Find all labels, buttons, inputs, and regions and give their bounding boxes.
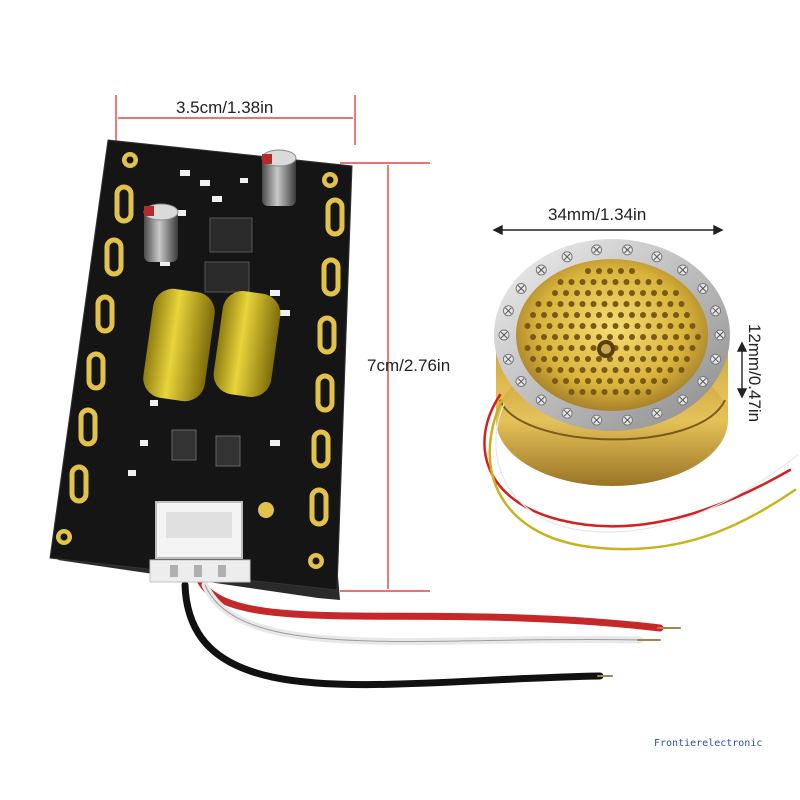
board-wires xyxy=(181,576,681,689)
capsule-diameter-label: 34mm/1.34in xyxy=(548,205,647,224)
microphone-capsule xyxy=(494,239,730,486)
pcb-board xyxy=(49,139,353,600)
board-dimension-lines xyxy=(115,95,430,592)
watermark: Frontierelectronic xyxy=(654,738,763,749)
board-width-label: 3.5cm/1.38in xyxy=(176,98,274,117)
capsule-dimension-lines xyxy=(492,224,748,399)
capsule-wires xyxy=(483,393,799,551)
board-height-label: 7cm/2.76in xyxy=(367,356,451,375)
capsule-thickness-label: 12mm/0.47in xyxy=(745,323,764,423)
